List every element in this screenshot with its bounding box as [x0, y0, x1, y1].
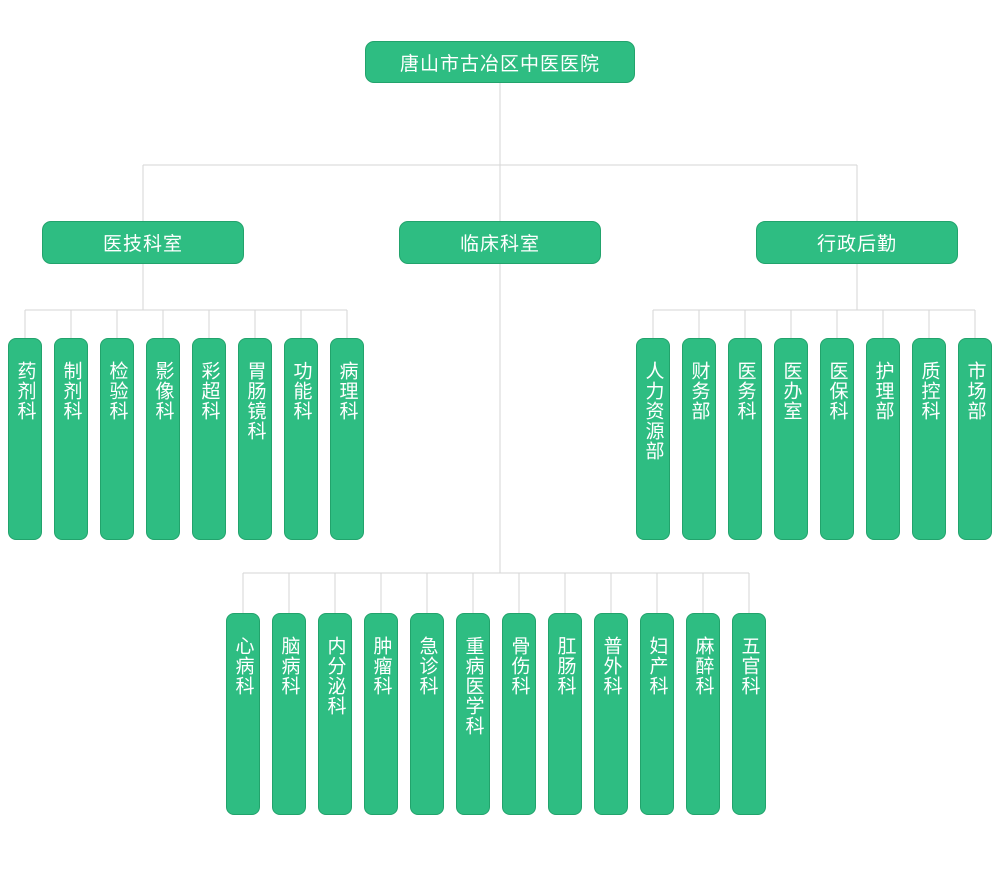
root-node: 唐山市古冶区中医医院: [365, 41, 635, 83]
dept-node: 药剂科: [8, 338, 42, 540]
dept-node: 胃肠镜科: [238, 338, 272, 540]
dept-node: 检验科: [100, 338, 134, 540]
dept-node: 骨伤科: [502, 613, 536, 815]
dept-node: 肿瘤科: [364, 613, 398, 815]
group-node-1: 临床科室: [399, 221, 601, 264]
dept-node: 肛肠科: [548, 613, 582, 815]
dept-node: 心病科: [226, 613, 260, 815]
dept-node: 医务科: [728, 338, 762, 540]
group-node-2: 行政后勤: [756, 221, 958, 264]
dept-node: 影像科: [146, 338, 180, 540]
dept-node: 市场部: [958, 338, 992, 540]
dept-node: 五官科: [732, 613, 766, 815]
dept-node: 重病医学科: [456, 613, 490, 815]
dept-node: 医办室: [774, 338, 808, 540]
dept-node: 急诊科: [410, 613, 444, 815]
dept-node: 财务部: [682, 338, 716, 540]
dept-node: 质控科: [912, 338, 946, 540]
dept-node: 脑病科: [272, 613, 306, 815]
dept-node: 护理部: [866, 338, 900, 540]
dept-node: 内分泌科: [318, 613, 352, 815]
dept-node: 医保科: [820, 338, 854, 540]
dept-node: 麻醉科: [686, 613, 720, 815]
dept-node: 病理科: [330, 338, 364, 540]
group-node-0: 医技科室: [42, 221, 244, 264]
dept-node: 普外科: [594, 613, 628, 815]
dept-node: 功能科: [284, 338, 318, 540]
dept-node: 制剂科: [54, 338, 88, 540]
dept-node: 妇产科: [640, 613, 674, 815]
dept-node: 彩超科: [192, 338, 226, 540]
dept-node: 人力资源部: [636, 338, 670, 540]
